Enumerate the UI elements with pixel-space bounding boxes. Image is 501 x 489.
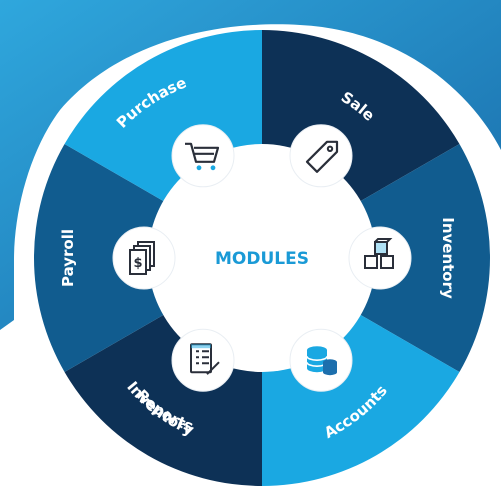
- segment-payroll: [33, 144, 167, 372]
- segment-purchase: [64, 30, 263, 203]
- coins-stack-icon: [289, 328, 353, 392]
- segment-label-inventory: Inventory: [439, 217, 457, 299]
- svg-text:$: $: [133, 256, 142, 271]
- segment-inventory: [357, 144, 490, 372]
- segment-label-payroll: Payroll: [59, 229, 77, 287]
- payslip-documents-icon: $: [112, 226, 176, 290]
- center-label: MODULES: [215, 249, 309, 269]
- center-hub: [148, 144, 376, 372]
- segment-inventory-reports: [64, 313, 263, 486]
- price-tag-icon: [289, 124, 353, 188]
- segment-accounts: [262, 313, 460, 486]
- checklist-report-icon: [171, 328, 235, 392]
- boxes-icon: [348, 226, 412, 290]
- shopping-cart-icon: [171, 124, 235, 188]
- segment-sale: [262, 30, 460, 203]
- background-swoosh: [0, 0, 501, 330]
